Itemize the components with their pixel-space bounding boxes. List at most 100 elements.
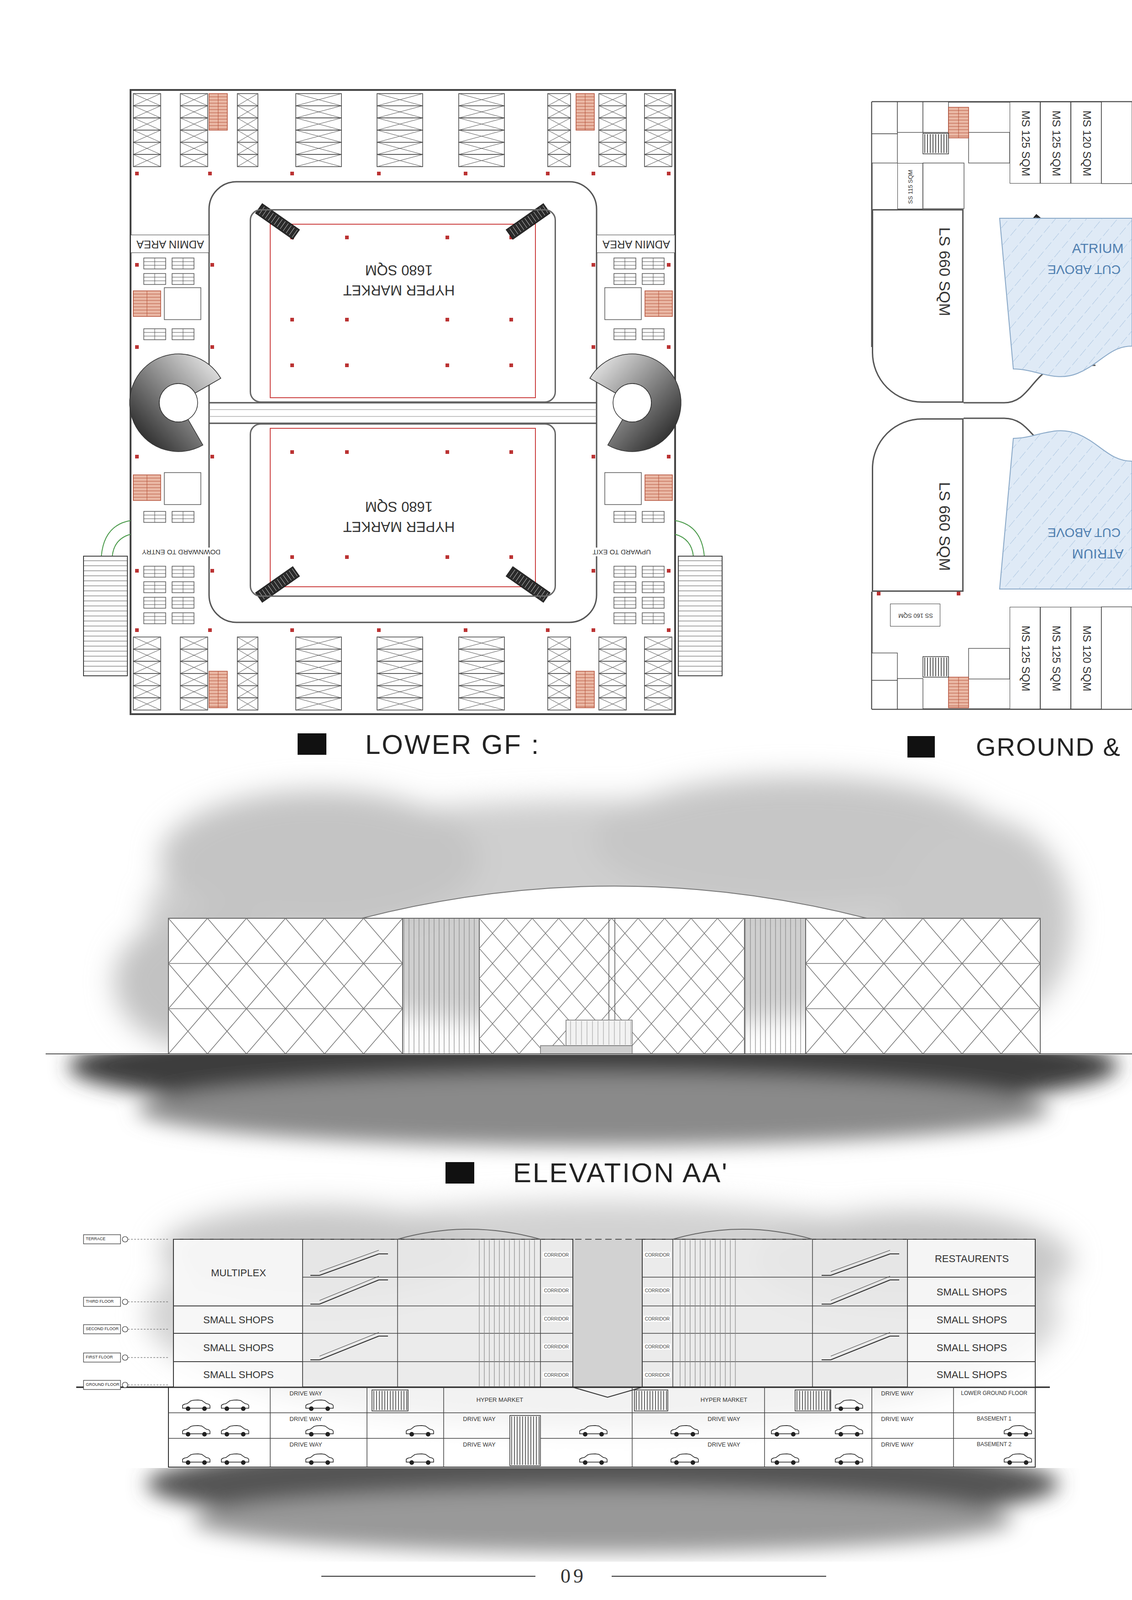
stall-cross xyxy=(598,130,627,143)
escalator-step xyxy=(277,219,283,227)
parking-stall xyxy=(547,142,571,155)
car-symbol xyxy=(182,1425,210,1436)
stall-cross xyxy=(180,142,208,155)
parking-grid xyxy=(613,581,636,593)
drawing-label: CORRIDOR xyxy=(542,1315,571,1322)
column-marker xyxy=(135,345,139,349)
stall-cross xyxy=(547,142,571,155)
grid-line xyxy=(183,581,184,593)
stall-cross xyxy=(644,697,672,710)
stall-cross xyxy=(180,93,208,106)
ramp-line xyxy=(83,660,128,662)
car-wheel xyxy=(582,1431,588,1436)
stair-core-line xyxy=(826,1390,828,1410)
section-wall xyxy=(672,1238,674,1387)
parking-stall xyxy=(133,636,161,650)
grid-line xyxy=(642,619,665,621)
stall-cross xyxy=(644,636,672,650)
escalator-step xyxy=(271,583,277,591)
parking-stall xyxy=(377,105,423,119)
grid-line xyxy=(143,514,166,516)
room-label: ATRIUM xyxy=(1072,546,1124,562)
escalator-line xyxy=(890,1252,900,1254)
grid-line xyxy=(613,514,636,516)
grid-line xyxy=(653,581,654,593)
column-marker xyxy=(290,628,294,632)
escalator-step xyxy=(268,212,274,221)
parking-grid xyxy=(172,597,194,608)
stall-cross xyxy=(458,685,505,698)
stair-symbol xyxy=(644,290,673,317)
column-marker xyxy=(210,568,215,573)
escalator-step xyxy=(515,224,521,232)
column-marker xyxy=(463,171,468,176)
shop-unit: MS 125 SQM xyxy=(1009,606,1041,709)
vehicle-ramp xyxy=(83,555,128,676)
stall-cross xyxy=(237,697,258,710)
ramp-line xyxy=(678,655,723,657)
parking-stall xyxy=(644,130,672,143)
parking-stall xyxy=(295,154,342,167)
section-space: SMALL SHOPS xyxy=(907,1332,1036,1362)
escalator-line xyxy=(890,1335,900,1337)
drawing-label: UPWARD TO EXIT xyxy=(591,547,653,557)
parking-stall xyxy=(133,105,161,119)
car-wheel xyxy=(838,1459,844,1465)
section-space: SMALL SHOPS xyxy=(907,1305,1036,1333)
grid-line xyxy=(653,328,654,340)
ramp-line xyxy=(678,570,723,572)
stall-cross xyxy=(237,154,258,167)
grid-line xyxy=(642,277,665,278)
parking-grid xyxy=(143,597,166,608)
service-room xyxy=(897,678,923,709)
facade-diamond xyxy=(805,917,1041,964)
car-wheel xyxy=(325,1459,331,1465)
stall-cross xyxy=(458,93,505,106)
section-wall xyxy=(397,1238,399,1387)
stall-cross xyxy=(458,649,505,662)
grid-line xyxy=(172,585,194,586)
stall-cross xyxy=(547,130,571,143)
stall-cross xyxy=(547,649,571,662)
stall-cross xyxy=(598,93,627,106)
stall-cross xyxy=(377,697,423,710)
stall-cross xyxy=(458,697,505,710)
stair-core xyxy=(634,1389,668,1411)
car-wheel xyxy=(599,1431,604,1436)
drawing-label: DRIVE WAY xyxy=(707,1441,741,1448)
stall-cross xyxy=(458,636,505,650)
parking-stall xyxy=(644,636,672,650)
drawing-label: DRIVE WAY xyxy=(462,1415,496,1422)
stall-cross xyxy=(295,117,342,131)
parking-stall xyxy=(295,130,342,143)
ramp-line xyxy=(83,600,128,602)
stall-cross xyxy=(180,154,208,167)
car-wheel xyxy=(241,1405,246,1411)
parking-stall xyxy=(180,660,208,674)
level-marker xyxy=(122,1298,128,1305)
drawing-label: DRIVE WAY xyxy=(707,1415,741,1422)
stair-core-line xyxy=(403,1390,405,1410)
stall-cross xyxy=(237,697,258,710)
ramp-curve xyxy=(675,534,694,556)
facade-diamond xyxy=(805,963,1041,1009)
stall-cross xyxy=(180,673,208,686)
grid-line xyxy=(653,612,654,624)
stall-cross xyxy=(644,117,672,131)
step-line xyxy=(938,657,939,677)
stall-cross xyxy=(547,154,571,167)
car-wheel xyxy=(241,1459,246,1465)
escalator-line xyxy=(378,1252,388,1254)
ground-line xyxy=(45,1053,1132,1054)
room-label: HYPER MARKET xyxy=(343,518,456,535)
grid-line xyxy=(653,273,654,285)
stall-cross xyxy=(295,154,342,167)
parking-stall xyxy=(547,105,571,119)
atrium-outline xyxy=(985,424,1132,598)
escalator-line xyxy=(310,1358,320,1360)
section-wall xyxy=(953,1386,954,1467)
column-marker xyxy=(591,628,596,632)
stair-core-line xyxy=(519,1415,521,1465)
car-wheel xyxy=(325,1431,331,1436)
